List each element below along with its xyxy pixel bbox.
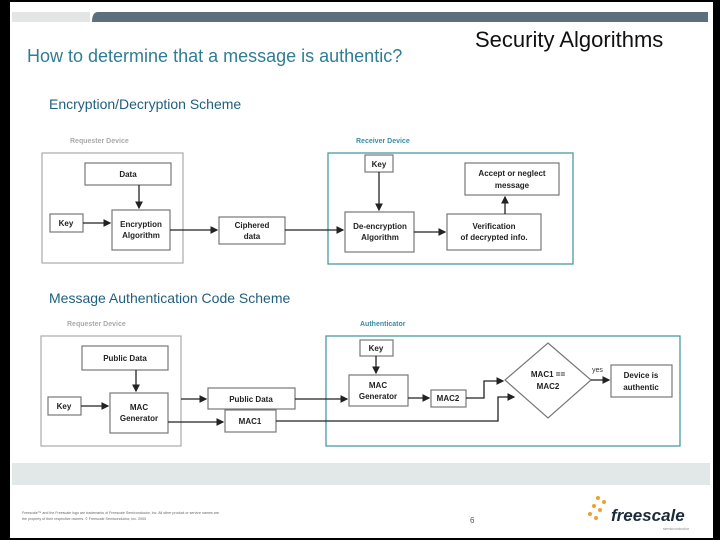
slide-subtitle: How to determine that a message is authe… <box>27 46 402 66</box>
slide-background <box>10 2 713 538</box>
top-bar-light <box>12 12 90 22</box>
mac-key-label: Key <box>57 402 72 411</box>
mac2-label: MAC2 <box>437 394 460 403</box>
accept-label-1: Accept or neglect <box>478 169 545 178</box>
requester-device-box <box>41 152 184 264</box>
accept-label-2: message <box>495 181 530 190</box>
verification-box <box>446 213 542 251</box>
requester-device-label: Requester Device <box>70 138 129 145</box>
decryption-label-1: De-encryption <box>353 222 407 231</box>
encryption-algorithm-box <box>111 209 171 251</box>
mac-arrows <box>81 356 611 426</box>
verification-label-2: of decrypted info. <box>460 233 527 242</box>
public-data-label: Public Data <box>103 354 147 363</box>
compare-diamond <box>504 342 592 419</box>
logo-text: freescale <box>611 506 685 525</box>
auth-mac-generator-box <box>348 374 409 407</box>
mac-requester-label: Requester Device <box>67 321 126 328</box>
mac-generator-label-1: MAC <box>130 403 148 412</box>
footer-legal-1: Freescale™ and the Freescale logo are tr… <box>22 511 219 515</box>
mac-generator-label-2: Generator <box>120 414 158 423</box>
key-label: Key <box>59 219 74 228</box>
encryption-label-2: Algorithm <box>122 231 160 240</box>
device-authentic-box <box>610 364 673 398</box>
decryption-label-2: Algorithm <box>361 233 399 242</box>
decryption-algorithm-box <box>344 211 415 253</box>
slide-title: Security Algorithms <box>475 27 663 52</box>
encryption-heading: Encryption/Decryption Scheme <box>49 96 241 112</box>
data-label: Data <box>119 170 137 179</box>
receiver-device-label: Receiver Device <box>356 138 410 145</box>
auth-key-label: Key <box>369 344 384 353</box>
yes-label: yes <box>592 367 603 374</box>
top-bar <box>92 12 708 22</box>
receiver-device-box <box>327 152 574 265</box>
result-label-2: authentic <box>623 383 659 392</box>
freescale-logo: freescale semiconductor <box>588 496 690 531</box>
encryption-label-1: Encryption <box>120 220 162 229</box>
encryption-arrows <box>83 172 509 236</box>
auth-mac-generator-label-2: Generator <box>359 392 397 401</box>
accept-neglect-box <box>464 162 560 196</box>
authenticator-box <box>325 335 681 447</box>
mac-requester-box <box>40 335 182 447</box>
result-label-1: Device is <box>624 371 659 380</box>
sent-public-data-label: Public Data <box>229 395 273 404</box>
compare-label-2: MAC2 <box>537 382 560 391</box>
mac-generator-box <box>109 392 169 434</box>
public-data-box <box>81 345 169 371</box>
mac-heading: Message Authentication Code Scheme <box>49 290 290 306</box>
verification-label-1: Verification <box>472 222 515 231</box>
bottom-band <box>12 463 710 485</box>
logo-subtext: semiconductor <box>663 526 690 531</box>
auth-mac-generator-label-1: MAC <box>369 381 387 390</box>
compare-label-1: MAC1 == <box>531 370 566 379</box>
ciphered-label-1: Ciphered <box>235 221 270 230</box>
page-number: 6 <box>470 516 475 525</box>
receiver-key-label: Key <box>372 160 387 169</box>
authenticator-label: Authenticator <box>360 321 406 328</box>
ciphered-label-2: data <box>244 232 261 241</box>
data-box <box>84 162 172 186</box>
mac1-label: MAC1 <box>239 417 262 426</box>
ciphered-data-box <box>218 216 286 245</box>
footer-legal-2: the property of their respective owners.… <box>22 517 146 521</box>
